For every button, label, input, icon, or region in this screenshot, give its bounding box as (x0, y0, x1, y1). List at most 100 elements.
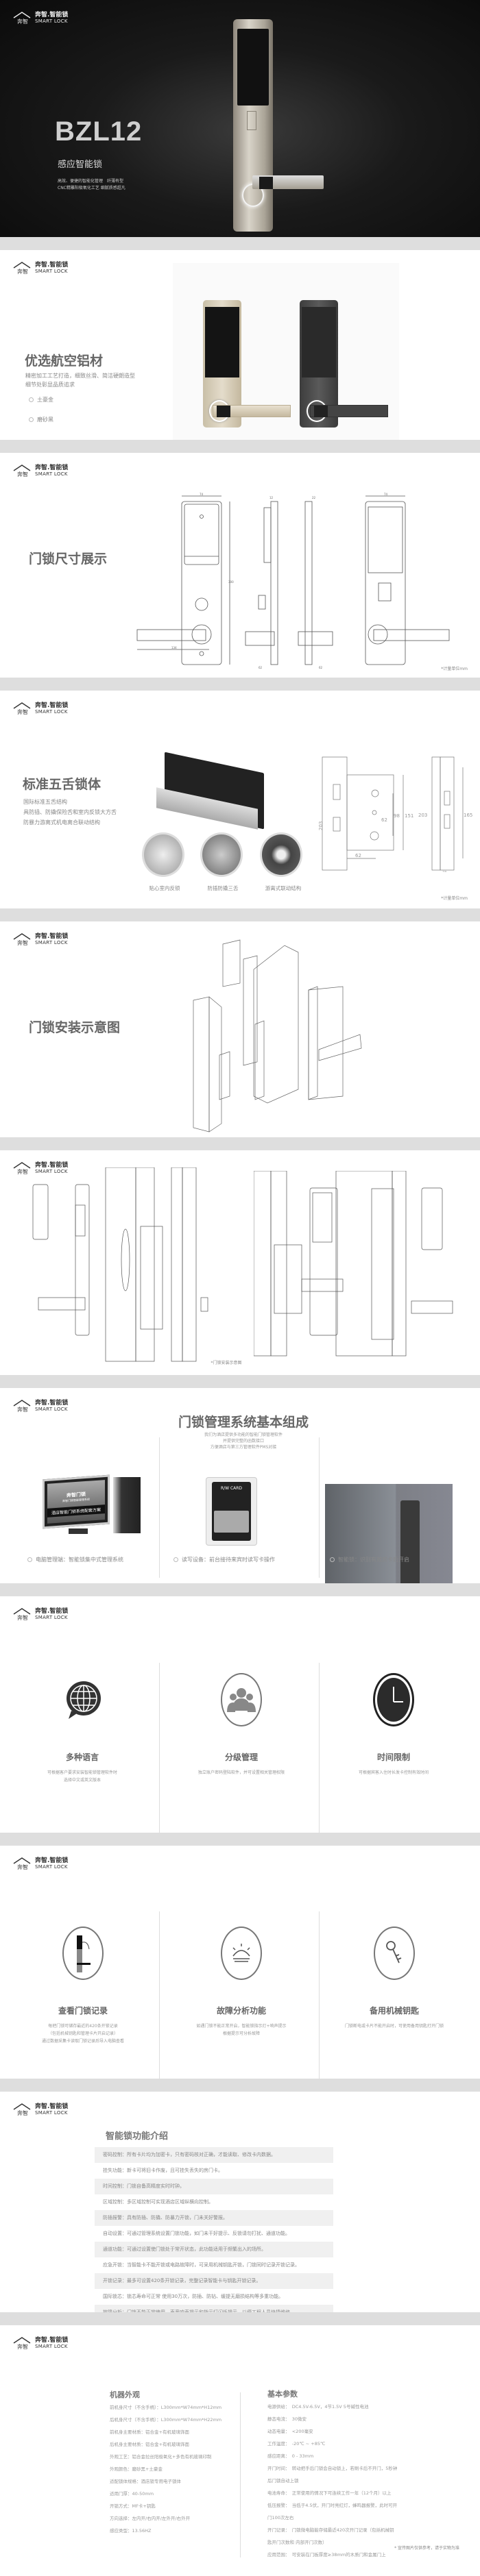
house-logo-icon: 奔智 (12, 2103, 32, 2118)
hero-desc-line: CNC精雕阳极氧化工艺 细腻质感超凡 (58, 186, 125, 191)
reader-label: R/W CARD (220, 1486, 243, 1491)
feature-grading-management: 分级管理 独立账户密码登陆软件，并可设置相关管理权限 (180, 1673, 303, 1777)
dim-98: 98 (394, 813, 400, 819)
item-text: 电脑管理端：智能锁集中式管理系统 (36, 1557, 123, 1563)
desc-line: 可根据宾客入住时长发卡控制有效时间 (358, 1770, 429, 1775)
brand-cn: 奔智.智能锁 (35, 702, 69, 710)
svg-text:奔智: 奔智 (17, 471, 28, 478)
dim-203-side: 203 (418, 813, 427, 818)
brand-en: SMART LOCK (35, 18, 68, 25)
color-option-gold[interactable]: 土豪金 (29, 396, 53, 404)
brand-en: SMART LOCK (35, 1615, 68, 1621)
install-title: 门锁安装示意图 (29, 1020, 121, 1035)
brand-cn: 奔智.智能锁 (35, 1857, 69, 1865)
install-side-drawing-right (254, 1171, 453, 1357)
color-option-black[interactable]: 磨砂黑 (29, 416, 53, 423)
appearance-title: 机器外观 (110, 2390, 140, 2399)
svg-text:奔智: 奔智 (17, 1406, 28, 1413)
spec-row: 开门时间： 转动把手后门锁会自动锁上，若刷卡后不开门，5秒钟后门锁自动上锁 (267, 2466, 398, 2484)
hero-subtitle: 感应智能锁 (58, 160, 103, 170)
brand-en: SMART LOCK (35, 940, 68, 946)
column-divider (159, 1437, 160, 1578)
spec-row: 动态电量： <200毫安 (267, 2429, 313, 2434)
rfid-card-icon (214, 1511, 249, 1533)
bullet-icon (173, 1557, 178, 1562)
hero-desc-line: 高效、便捷的智能化管理 纤薄有型 (58, 179, 124, 184)
section-divider (0, 1833, 480, 1846)
detail-circle-deadbolt (142, 832, 184, 877)
column-divider (319, 1663, 320, 1833)
color-label: 土豪金 (37, 397, 53, 403)
mortise-desc-line: 具防插、防撬保险舌和室内反锁大方舌 (23, 809, 117, 816)
spec-row: 感应类型：13.56HZ (110, 2528, 152, 2534)
desc-line: 如遇门锁不能正常开启，智能锁指示灯+响声提示 (196, 2024, 287, 2029)
spec-row: 后机身主要材质：铝合金+有机玻璃饰面 (110, 2442, 189, 2447)
brand-cn: 奔智.智能锁 (35, 933, 69, 941)
material-description: 精密加工工艺打造，细致丝滑、简洁硬朗造型 细节处彰显品质追求 (25, 372, 135, 390)
house-logo-icon: 奔智 (12, 464, 32, 479)
globe-chat-icon (62, 1673, 103, 1726)
brand-en: SMART LOCK (35, 2344, 68, 2350)
section-divider (0, 237, 480, 250)
mortise-description: 国际标准五舌结构 具防插、防撬保险舌和室内反锁大方舌 防暴力游离式机电离合联动结… (23, 797, 117, 828)
brand-en: SMART LOCK (35, 1169, 68, 1175)
feature-lock-records: 查看门锁记录 每把门锁可储存最近的420条开锁记录（包括机械钥匙和管理卡片开启记… (21, 1927, 145, 2045)
feature-desc: 每把门锁可储存最近的420条开锁记录（包括机械钥匙和管理卡片开启记录）通过数据采… (21, 2023, 145, 2045)
svg-text:奔智: 奔智 (17, 1863, 28, 1870)
section-divider (0, 1583, 480, 1596)
house-logo-icon: 奔智 (12, 1399, 32, 1414)
front-reader (184, 504, 219, 565)
function-row: 自动设置：可通过管理系统设置门锁功能，如门未干好提示、反锁请勿打扰、通道功能。 (103, 2231, 290, 2236)
spec-row: 应用范围： 可安装在门板厚度≥38mm的木质门和金属门上 (267, 2552, 386, 2558)
column-divider (159, 1663, 160, 1833)
feature-title: 故障分析功能 (216, 2006, 266, 2016)
feature-title: 多种语言 (65, 1753, 99, 1762)
spec-row: 适用门厚：40-50mm (110, 2491, 154, 2497)
feature-desc: 独立账户密码登陆软件，并可设置相关管理权限 (180, 1770, 303, 1777)
system-intro: 我们为酒店提供多功能的智能门锁管理软件 并提供完整的函数接口 方便酒店与第三方管… (0, 1432, 480, 1450)
section-divider (0, 1375, 480, 1388)
dim-203: 203 (318, 821, 324, 830)
lock-record-icon (62, 1927, 104, 1980)
brand-cn: 奔智.智能锁 (35, 262, 69, 269)
desc-line: 根据提示可分析故障 (222, 2031, 260, 2036)
handle-tip (314, 406, 328, 417)
desc-line: （包括机械钥匙和管理卡片开启记录） (47, 2031, 118, 2036)
computer-monitor-image: 奔智门锁 奔智门锁智能管理系统 酒店智能门锁系统配套方案 (43, 1474, 110, 1529)
dim-depth-back: 22 (312, 496, 316, 499)
brand-en: SMART LOCK (35, 1407, 68, 1413)
mortise-desc-line: 防暴力游离式机电离合联动结构 (23, 819, 100, 826)
section-divider (0, 2079, 480, 2092)
feature-multi-language: 多种语言 可根据客户要求安装智能锁管理软件时选择中文或英文版本 (21, 1673, 144, 1785)
feature-time-limit: 时间限制 可根据宾客入住时长发卡控制有效时间 (332, 1673, 455, 1777)
column-divider (159, 1911, 160, 2079)
basic-specs: 基本参数 电源供给： DC4.5V-6.5V，4节1.5V 5号碱性电池静态电流… (267, 2388, 398, 2558)
color-label: 磨砂黑 (37, 417, 53, 423)
feature-desc: 如遇门锁不能正常开启，智能锁指示灯+响声提示根据提示可分析故障 (180, 2023, 303, 2038)
desc-line: 每把门锁可储存最近的420条开锁记录 (48, 2024, 118, 2029)
disclaimer: * 宣传图片仅供参考，请于实物为准 (394, 2546, 459, 2551)
desc-line: 选择中文或英文版本 (63, 1777, 101, 1783)
front-plate (181, 501, 222, 665)
unit-note: *计量单位mm (441, 896, 468, 901)
house-logo-icon: 奔智 (12, 2336, 32, 2351)
front-handle (136, 629, 206, 641)
lock-black-handle (310, 405, 388, 417)
house-logo-icon: 奔智 (12, 1857, 32, 1872)
functions-table: 密码控制：所有卡片均为加密卡，只有密码核对正确，才能读取、修改卡内数据。挂失功能… (95, 2147, 333, 2312)
spec-row: 前机身主要材质：铝合金+有机玻璃饰面 (110, 2429, 189, 2435)
function-row: 通道功能：可通过设置使门锁处于常开状态，此功能适用于频繁出入的场所。 (95, 2242, 333, 2257)
feature-backup-key: 备用机械钥匙 门锁断电或卡片不能开启时，可使用备用钥匙打开门锁 (333, 1927, 456, 2031)
feature-title: 备用机械钥匙 (369, 2006, 419, 2016)
